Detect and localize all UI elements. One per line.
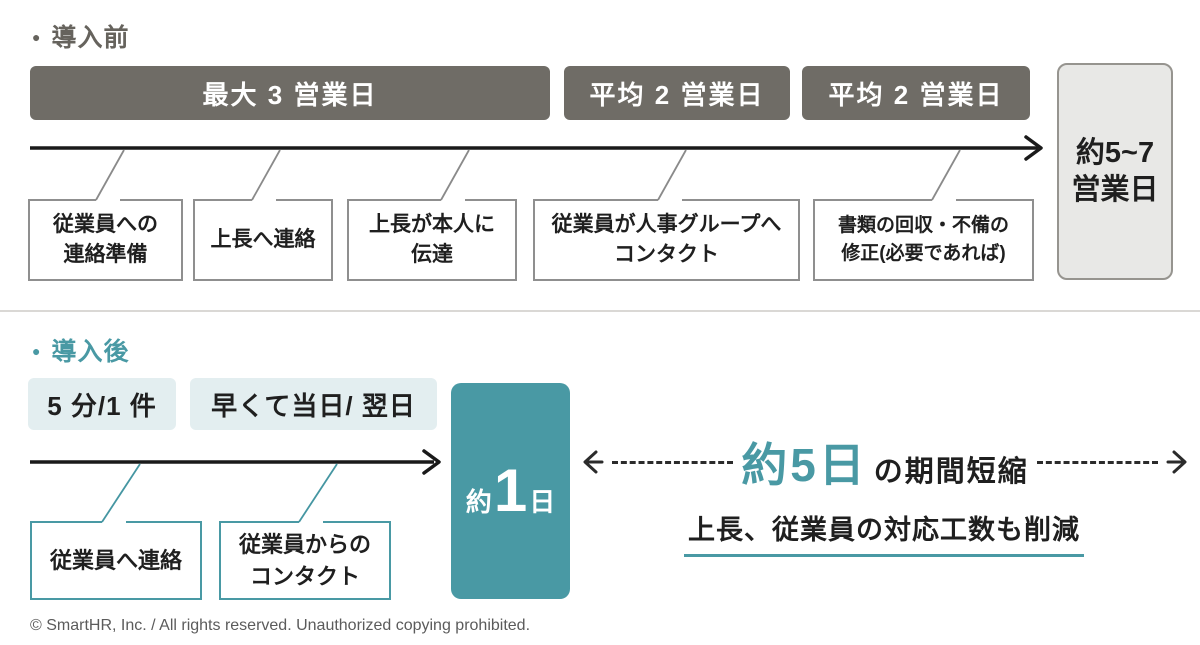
- total-duration-line: 営業日: [1071, 173, 1159, 206]
- duration-bar-label: 平均 2 営業日: [589, 79, 765, 110]
- bullet-icon: ●: [32, 343, 42, 359]
- step-label: 伝達: [411, 243, 453, 266]
- connector-notch: [299, 520, 323, 525]
- step-box-before-5: 書類の回収・不備の 修正(必要であれば): [813, 198, 1034, 281]
- arrow-left-icon: [583, 450, 604, 474]
- connector-notch: [102, 520, 126, 525]
- duration-chip: 早くて当日/ 翌日: [190, 378, 437, 430]
- duration-bar-label: 最大 3 営業日: [202, 79, 378, 110]
- step-label: 上長が本人に: [369, 212, 495, 236]
- step-label: コンタクト: [249, 563, 360, 589]
- reduction-span-arrow: 約5日 の期間短縮: [582, 437, 1188, 491]
- total-after-number: 1: [493, 457, 528, 524]
- duration-chip: 5 分/1 件: [28, 378, 176, 430]
- step-label: 従業員からの: [238, 531, 371, 557]
- duration-bar: 平均 2 営業日: [802, 66, 1030, 120]
- connector-notch: [658, 198, 682, 203]
- step-box-after-1: 従業員へ連絡: [30, 520, 202, 600]
- step-label: 書類の回収・不備の: [837, 215, 1009, 237]
- reduction-text: の期間短縮: [873, 456, 1029, 488]
- arrow-right-icon: [1166, 450, 1187, 474]
- timeline-after-arrow: [30, 449, 441, 475]
- step-label: 従業員へ連絡: [49, 547, 182, 573]
- step-label: 従業員が人事グループへ: [551, 212, 782, 236]
- dashed-line: [1036, 460, 1159, 464]
- step-box-before-2: 上長へ連絡: [193, 198, 333, 281]
- connector-lines-before: [95, 149, 961, 201]
- step-label: 上長へ連絡: [210, 227, 316, 251]
- step-box-before-3: 上長が本人に 伝達: [347, 198, 517, 281]
- reduction-label: 約5日 の期間短縮: [741, 429, 1029, 495]
- duration-bar-label: 平均 2 営業日: [828, 79, 1004, 110]
- section-heading-after-label: 導入後: [51, 338, 130, 366]
- section-heading-before: ● 導入前: [32, 18, 129, 54]
- step-label: 従業員への: [53, 212, 158, 236]
- total-duration-after-label: 約 1 日: [466, 461, 555, 521]
- step-box-before-1: 従業員への 連絡準備: [28, 198, 183, 281]
- total-duration-before-box: 約5~7 営業日: [1057, 63, 1173, 280]
- duration-chip-label: 5 分/1 件: [47, 390, 157, 421]
- timeline-before-arrow: [30, 135, 1043, 161]
- connector-notch: [441, 198, 465, 203]
- step-box-before-4: 従業員が人事グループへ コンタクト: [533, 198, 800, 281]
- connector-notch: [96, 198, 120, 203]
- total-duration-line: 約5~7: [1075, 136, 1155, 169]
- section-heading-after: ● 導入後: [32, 332, 129, 368]
- reduction-note-wrap: 上長、従業員の対応工数も削減: [584, 508, 1184, 557]
- total-after-suffix: 日: [529, 487, 556, 517]
- duration-chip-label: 早くて当日/ 翌日: [211, 390, 416, 421]
- step-label: コンタクト: [614, 243, 719, 266]
- duration-bar: 最大 3 営業日: [30, 66, 550, 120]
- connector-lines-after: [101, 463, 338, 523]
- reduction-note: 上長、従業員の対応工数も削減: [684, 508, 1084, 557]
- section-heading-before-label: 導入前: [51, 24, 130, 52]
- total-duration-after-box: 約 1 日: [451, 383, 570, 599]
- reduction-highlight: 約5日: [741, 439, 868, 491]
- step-label: 修正(必要であれば): [841, 243, 1006, 264]
- section-divider: [0, 310, 1200, 312]
- connector-notch: [932, 198, 956, 203]
- total-after-prefix: 約: [465, 487, 492, 517]
- bullet-icon: ●: [32, 29, 42, 45]
- connector-notch: [252, 198, 276, 203]
- step-label: 連絡準備: [63, 243, 148, 266]
- copyright-text: © SmartHR, Inc. / All rights reserved. U…: [30, 617, 531, 634]
- step-box-after-2: 従業員からの コンタクト: [219, 520, 391, 600]
- duration-bar: 平均 2 営業日: [564, 66, 790, 120]
- dashed-line: [612, 460, 734, 464]
